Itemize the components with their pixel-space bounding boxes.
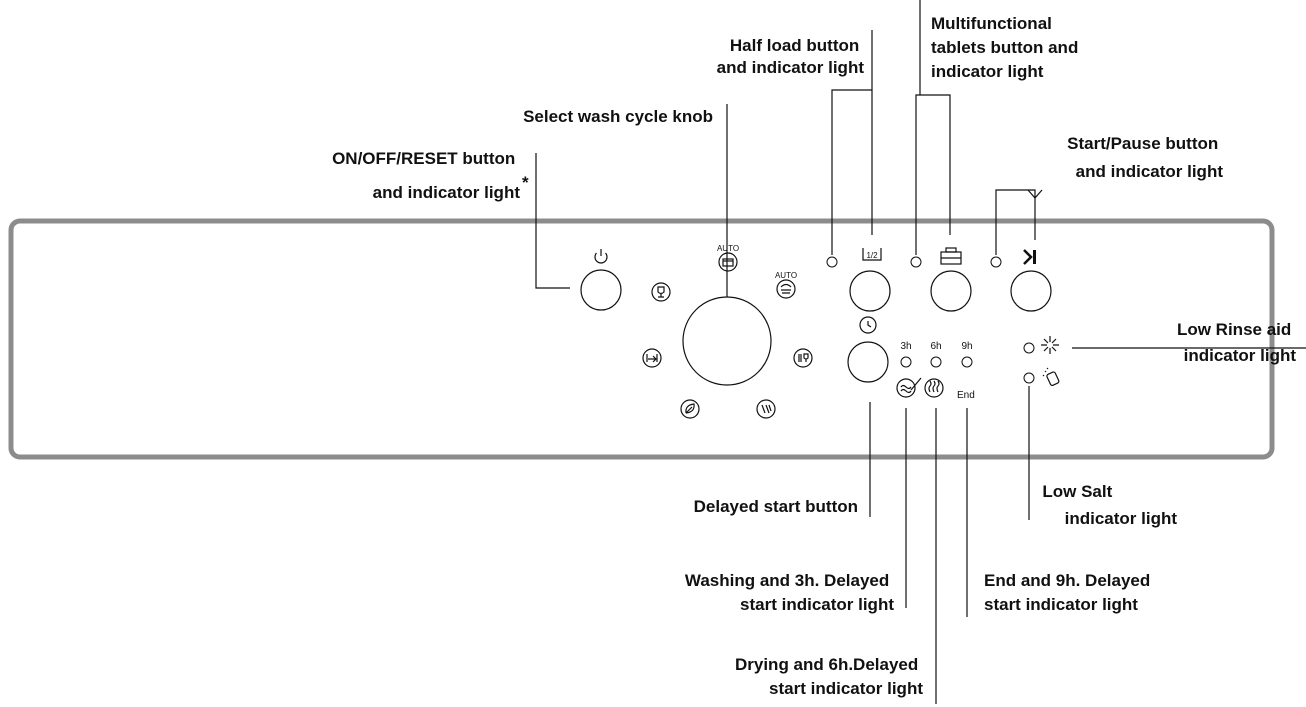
label-select-knob: Select wash cycle knob (523, 107, 713, 126)
half-load-group: 1/2 (826, 248, 891, 312)
label-low-salt: Low Salt indicator light (1042, 482, 1177, 528)
label-end-9h: End and 9h. Delayed start indicator ligh… (984, 571, 1155, 614)
spray-icon (896, 377, 922, 398)
svg-text:AUTO: AUTO (717, 244, 739, 253)
crystal-icon (793, 348, 813, 368)
label-delayed-start: Delayed start button (694, 497, 858, 516)
glass-icon (651, 282, 671, 302)
play-pause-icon (1023, 249, 1036, 265)
label-half-load: Half load button and indicator light (717, 36, 865, 77)
onoff-button[interactable] (580, 269, 622, 311)
multitab-indicator-light (910, 256, 922, 268)
program-icons: AUTO AUTO (642, 244, 813, 419)
multitab-group (910, 247, 972, 312)
low-salt-indicator-light (1023, 372, 1035, 384)
power-icon (594, 249, 608, 264)
svg-text:1/2: 1/2 (866, 251, 878, 260)
delayed-start-group (847, 316, 889, 383)
onoff-group (580, 249, 622, 311)
rapid-icon (756, 399, 776, 419)
control-panel-frame (8, 218, 1275, 460)
label-onoff-asterisk: * (522, 173, 529, 192)
multitab-button[interactable] (930, 270, 972, 312)
prewash-icon (642, 348, 662, 368)
half-load-button[interactable] (849, 270, 891, 312)
end-label: End (957, 390, 975, 401)
auto-normal-icon: AUTO (775, 271, 797, 299)
delay-6h-label: 6h (930, 341, 941, 352)
salt-icon (1042, 367, 1060, 386)
delay-3h-label: 3h (900, 341, 911, 352)
label-onoff: ON/OFF/RESET button and indicator light (332, 149, 520, 202)
clock-icon (859, 316, 877, 334)
delay-indicators: 3h 6h 9h End (896, 341, 975, 401)
label-drying-6h: Drying and 6h.Delayed start indicator li… (735, 655, 923, 698)
tablet-icon (940, 247, 962, 265)
label-washing-3h: Washing and 3h. Delayed start indicator … (685, 571, 894, 614)
warning-indicators (1023, 336, 1060, 386)
drying-6h-indicator-light (930, 356, 942, 368)
half-load-icon: 1/2 (862, 248, 882, 261)
start-pause-indicator-light (990, 256, 1002, 268)
eco-icon (680, 399, 700, 419)
wash-cycle-knob[interactable] (682, 296, 772, 386)
end-9h-indicator-light (961, 356, 973, 368)
leader-lines (535, 0, 1306, 704)
start-pause-button[interactable] (1010, 270, 1052, 312)
start-pause-group (990, 249, 1052, 312)
washing-3h-indicator-light (900, 356, 912, 368)
label-rinse-aid: Low Rinse aid indicator light (1177, 320, 1296, 365)
label-multitab: Multifunctional tablets button and indic… (931, 14, 1083, 81)
delay-9h-label: 9h (961, 341, 972, 352)
sparkle-icon (1041, 336, 1059, 354)
label-start-pause: Start/Pause button and indicator light (1067, 134, 1223, 181)
rinse-aid-indicator-light (1023, 342, 1035, 354)
half-load-indicator-light (826, 256, 838, 268)
delayed-start-button[interactable] (847, 341, 889, 383)
heat-icon (924, 378, 944, 398)
svg-text:AUTO: AUTO (775, 271, 797, 280)
auto-intensive-icon: AUTO (717, 244, 739, 272)
